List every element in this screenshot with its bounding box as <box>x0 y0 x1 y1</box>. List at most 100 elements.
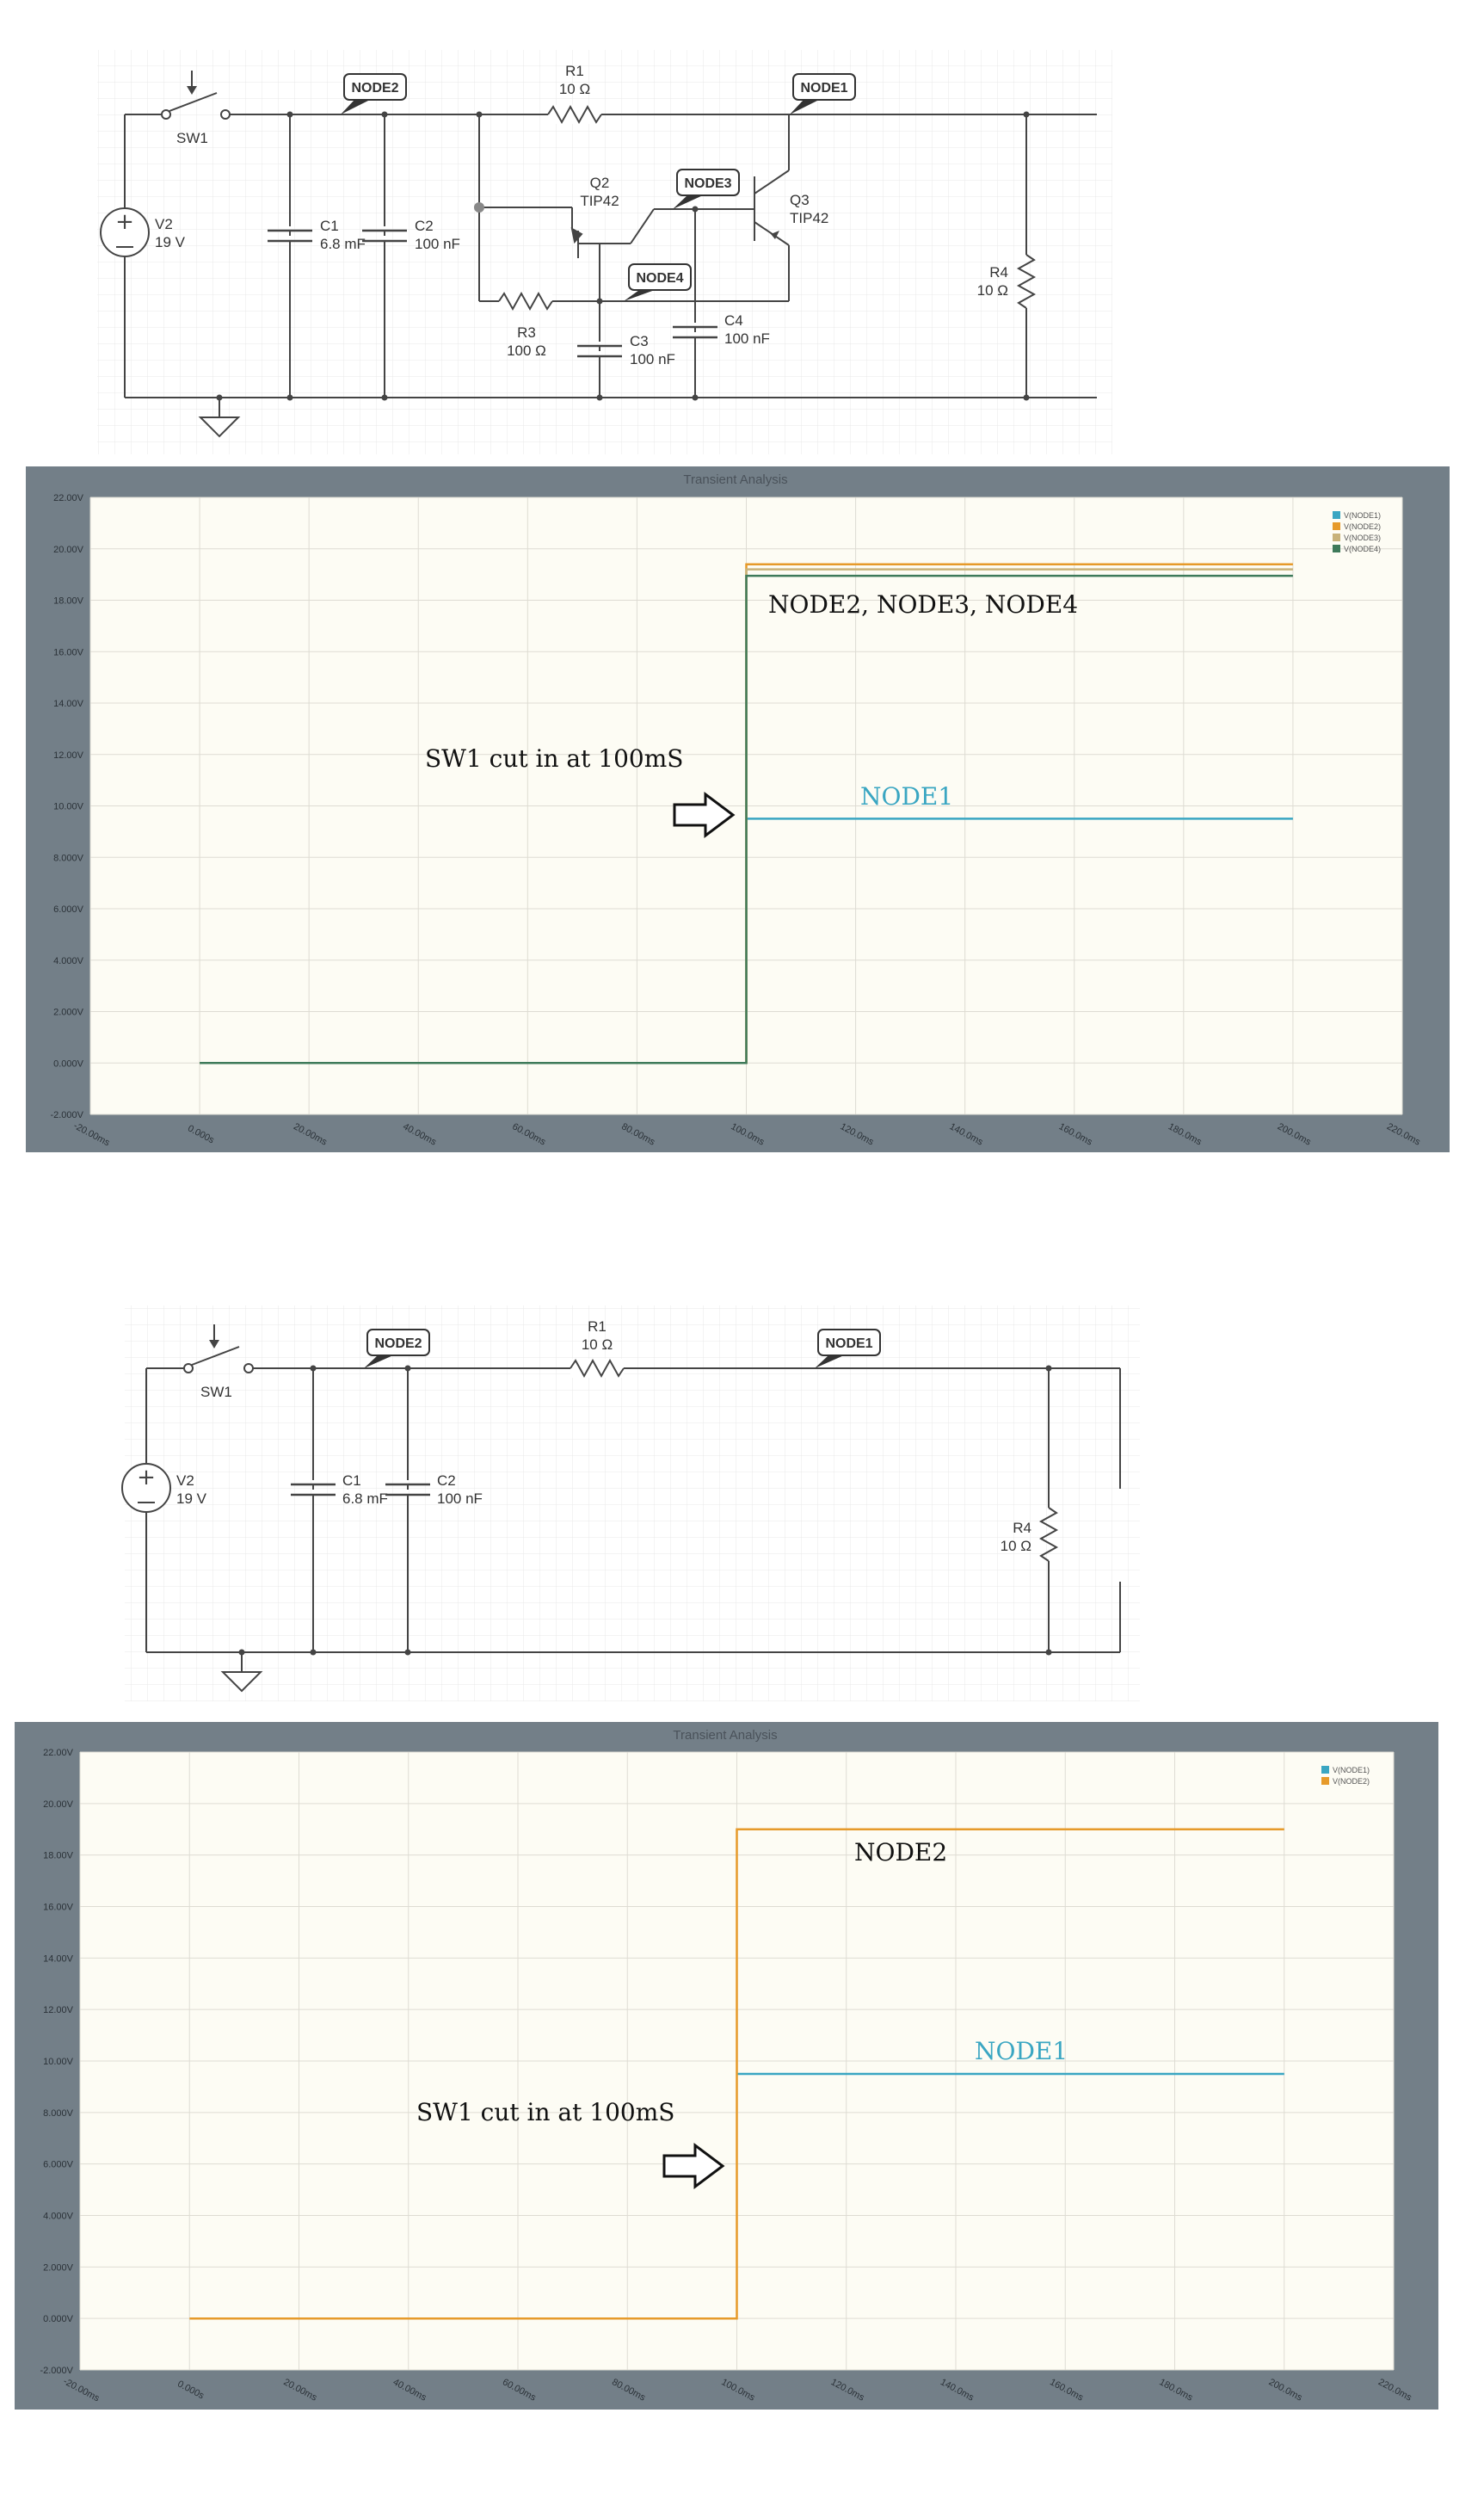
legend-entry: V(NODE1) <box>1344 511 1381 520</box>
r4-value: 10 Ω <box>977 282 1008 299</box>
legend-swatch <box>1333 534 1340 541</box>
c1-value: 6.8 mF <box>342 1490 388 1507</box>
q3-value: TIP42 <box>790 210 828 226</box>
series-vnode4 <box>200 574 1293 1064</box>
y-tick-label: 8.000V <box>43 2108 74 2119</box>
y-tick-label: 8.000V <box>53 853 84 863</box>
v2-name: V2 <box>155 216 173 232</box>
annotation-node2: NODE2 <box>854 1838 947 1867</box>
r1-value: 10 Ω <box>559 81 590 97</box>
annotation-nodes-high: NODE2, NODE3, NODE4 <box>768 590 1078 619</box>
c1-name: C1 <box>320 218 339 234</box>
y-tick-label: 10.00V <box>53 802 84 812</box>
y-tick-label: 16.00V <box>43 1903 74 1913</box>
node4-tag: NODE4 <box>624 263 692 301</box>
node3-tag: NODE3 <box>673 169 740 209</box>
node2-label: NODE2 <box>374 1336 422 1351</box>
node2-label: NODE2 <box>351 81 398 96</box>
v2-value: 19 V <box>176 1490 207 1507</box>
y-tick-label: 2.000V <box>43 2262 74 2273</box>
legend-swatch <box>1333 522 1340 530</box>
legend: V(NODE1) V(NODE2) <box>1321 1766 1370 1786</box>
c3-value: 100 nF <box>630 351 675 367</box>
schematic-grid <box>97 50 1112 454</box>
legend-entry: V(NODE2) <box>1344 522 1381 531</box>
v2-source: + <box>100 207 150 257</box>
y-tick-label: 20.00V <box>53 545 84 555</box>
series-lines <box>200 563 1293 1064</box>
y-tick-label: 12.00V <box>43 2005 74 2015</box>
sw1-label: SW1 <box>176 130 208 146</box>
legend-entry: V(NODE2) <box>1333 1777 1370 1786</box>
node1-label: NODE1 <box>800 81 847 96</box>
plot-title: Transient Analysis <box>683 472 787 487</box>
annotation-switch: SW1 cut in at 100mS <box>416 2098 674 2126</box>
y-tick-label: 0.000V <box>43 2314 74 2324</box>
y-tick-label: 2.000V <box>53 1008 84 1018</box>
q2-value: TIP42 <box>580 193 619 209</box>
r3-resistor <box>498 292 553 311</box>
node1-tag: NODE1 <box>815 1329 881 1368</box>
y-tick-label: 14.00V <box>53 699 84 709</box>
schematic-grid <box>125 1305 1140 1701</box>
r4-name: R4 <box>989 264 1008 281</box>
svg-text:+: + <box>137 1465 156 1490</box>
series-vnode2 <box>189 1828 1284 2320</box>
plot-title: Transient Analysis <box>673 1728 777 1743</box>
node2-tag: NODE2 <box>341 73 407 114</box>
r3-name: R3 <box>517 324 536 341</box>
r4-name: R4 <box>1013 1520 1031 1536</box>
y-axis-ticks: -2.000V0.000V2.000V4.000V6.000V8.000V10.… <box>40 1748 73 2376</box>
node1-tag: NODE1 <box>790 73 856 114</box>
schematic-1: SW1 + V2 19 V C1 6.8 mF C2 100 nF R1 10 … <box>97 50 1112 454</box>
y-tick-label: -2.000V <box>40 2366 73 2376</box>
y-tick-label: 6.000V <box>43 2160 74 2170</box>
r3-value: 100 Ω <box>507 342 546 359</box>
legend: V(NODE1)V(NODE2)V(NODE3)V(NODE4) <box>1333 511 1381 553</box>
y-tick-label: 6.000V <box>53 904 84 915</box>
y-tick-label: 12.00V <box>53 750 84 761</box>
legend-swatch <box>1333 545 1340 552</box>
c1-value: 6.8 mF <box>320 236 366 252</box>
q3-name: Q3 <box>790 192 810 208</box>
schematic-2: SW1 + V2 19 V C1 6.8 mF C2 100 nF R1 10 … <box>121 1305 1140 1701</box>
c3-name: C3 <box>630 333 649 349</box>
legend-entry: V(NODE1) <box>1333 1766 1370 1774</box>
r1-name: R1 <box>565 63 584 79</box>
node4-label: NODE4 <box>636 271 683 286</box>
arrow-icon <box>662 2143 725 2189</box>
legend-swatch <box>1321 1766 1329 1774</box>
legend-swatch <box>1333 511 1340 519</box>
node1-label: NODE1 <box>825 1336 872 1351</box>
series-lines <box>189 1828 1284 2320</box>
v2-source: + <box>121 1463 171 1513</box>
y-tick-label: 4.000V <box>43 2212 74 2222</box>
sw1-switch <box>183 1324 254 1373</box>
y-tick-label: 4.000V <box>53 956 84 966</box>
node3-label: NODE3 <box>684 176 731 191</box>
y-tick-label: 20.00V <box>43 1799 74 1810</box>
q2-name: Q2 <box>590 175 610 191</box>
v2-value: 19 V <box>155 234 186 250</box>
y-tick-label: -2.000V <box>50 1110 83 1120</box>
sw1-switch <box>125 71 231 120</box>
junction-dots <box>238 1365 1052 1656</box>
annotation-node1: NODE1 <box>975 2037 1068 2065</box>
transient-plot-1: Transient Analysis -2.000V0.000V2.000V4.… <box>26 466 1450 1152</box>
wires <box>145 1367 1121 1672</box>
r4-value: 10 Ω <box>1001 1538 1031 1554</box>
c2-name: C2 <box>437 1472 456 1489</box>
y-tick-label: 22.00V <box>43 1748 74 1758</box>
y-tick-label: 14.00V <box>43 1953 74 1964</box>
r1-resistor <box>547 105 602 124</box>
junction-dots <box>216 111 1030 401</box>
r1-value: 10 Ω <box>582 1336 613 1353</box>
legend-entry: V(NODE4) <box>1344 545 1381 553</box>
legend-swatch <box>1321 1777 1329 1785</box>
c2-value: 100 nF <box>437 1490 483 1507</box>
v2-name: V2 <box>176 1472 194 1489</box>
r1-resistor <box>570 1359 625 1378</box>
transient-plot-2: Transient Analysis -2.000V 0.000V 2.000V 4.… <box>15 1722 1438 2410</box>
q2-transistor <box>570 227 583 258</box>
